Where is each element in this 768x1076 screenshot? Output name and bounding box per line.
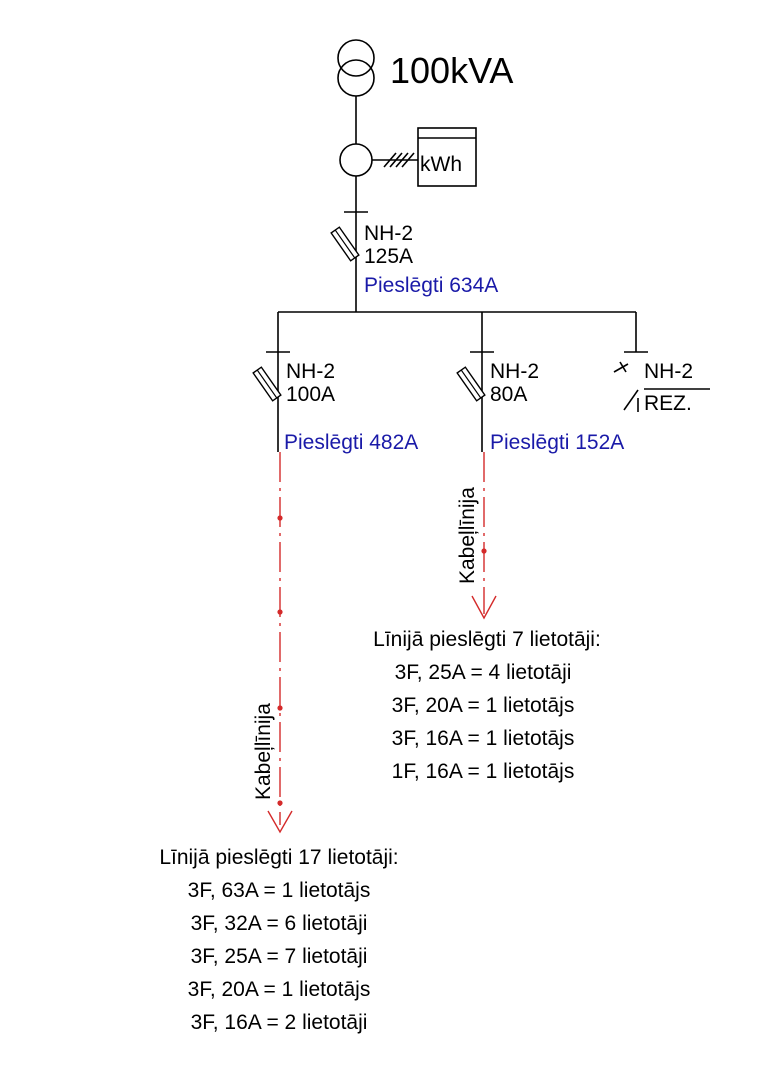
summary-1-line: 3F, 63A = 1 lietotājs — [188, 879, 371, 902]
feeder-1-cable-nodes — [277, 515, 283, 806]
feeder-1-current: 100A — [286, 383, 335, 406]
summary-2-line: 3F, 20A = 1 lietotājs — [392, 694, 575, 717]
feeder-3-current: REZ. — [644, 392, 692, 415]
main-connected-load: Pieslēgti 634A — [364, 274, 498, 297]
feeder-1-fuse-icon — [252, 366, 282, 402]
feeder-2-cable-nodes — [481, 548, 487, 554]
meter-label: kWh — [420, 153, 462, 176]
transformer-rating: 100kVA — [390, 50, 513, 91]
feeder-1-type: NH-2 — [286, 360, 335, 383]
feeder-1-cable-arrow — [267, 810, 293, 834]
transformer-symbol — [337, 39, 375, 97]
summary-2-line: 3F, 25A = 4 lietotāji — [395, 661, 572, 684]
feeder-2-summary: Līnijā pieslēgti 7 lietotāji: 3F, 25A = … — [373, 628, 601, 783]
summary-1-line: 3F, 20A = 1 lietotājs — [188, 978, 371, 1001]
feeder-1-cable-label: Kabeļlīnija — [252, 703, 275, 800]
summary-2-line: 3F, 16A = 1 lietotājs — [392, 727, 575, 750]
kwh-meter-box — [417, 127, 477, 187]
main-fuse-type: NH-2 — [364, 222, 413, 245]
feeder-2-current: 80A — [490, 383, 527, 406]
feeder-2-type: NH-2 — [490, 360, 539, 383]
feeder-2-cable-label: Kabeļlīnija — [456, 487, 479, 584]
current-transformer-symbol — [339, 143, 373, 177]
summary-1-line: 3F, 25A = 7 lietotāji — [191, 945, 368, 968]
summary-1-heading: Līnijā pieslēgti 17 lietotāji: — [159, 846, 398, 869]
main-fuse-current: 125A — [364, 245, 413, 268]
main-fuse-icon — [330, 226, 360, 262]
summary-1-line: 3F, 16A = 2 lietotāji — [191, 1011, 368, 1034]
summary-1-line: 3F, 32A = 6 lietotāji — [191, 912, 368, 935]
feeder-3-type: NH-2 — [644, 360, 693, 383]
meter-hatch-marks — [383, 152, 415, 168]
feeder-2-fuse-icon — [456, 366, 486, 402]
feeder-1-summary: Līnijā pieslēgti 17 lietotāji: 3F, 63A =… — [159, 846, 398, 1034]
feeder-3-switch-icon — [613, 361, 639, 412]
feeder-2-cable-arrow — [471, 595, 497, 620]
feeder-1-connected-load: Pieslēgti 482A — [284, 431, 418, 454]
summary-2-line: 1F, 16A = 1 lietotājs — [392, 760, 575, 783]
feeder-2-connected-load: Pieslēgti 152A — [490, 431, 624, 454]
summary-2-heading: Līnijā pieslēgti 7 lietotāji: — [373, 628, 601, 651]
